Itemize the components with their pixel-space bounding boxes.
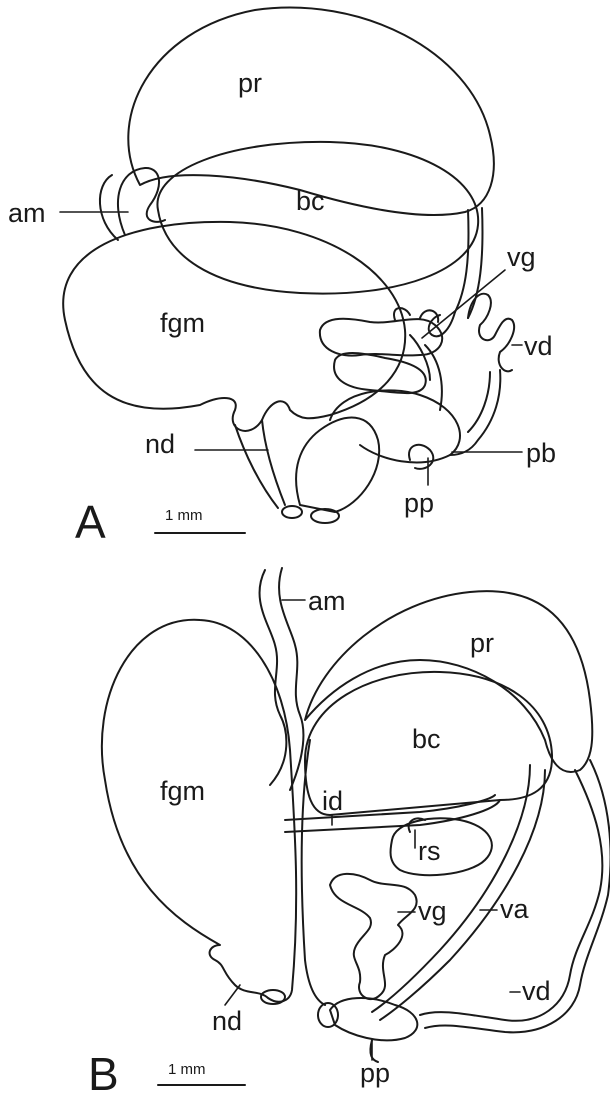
a-label-pp: pp — [404, 488, 434, 518]
b-label-va: va — [500, 894, 530, 924]
b-panel-letter: B — [88, 1048, 119, 1098]
a-scale-label: 1 mm — [165, 507, 203, 524]
a-vg-gland-2 — [334, 353, 426, 393]
b-rs-outline — [390, 818, 491, 875]
b-label-vg: vg — [418, 896, 447, 926]
a-penis-tip-2 — [311, 509, 339, 523]
a-fgm-outline — [63, 222, 405, 431]
b-label-pr: pr — [470, 628, 494, 658]
a-label-vg: vg — [507, 242, 536, 272]
a-vg-leader — [422, 270, 505, 338]
b-label-fgm: fgm — [160, 776, 205, 806]
panel-b: am pr bc fgm id rs vg va vd nd pp B 1 mm — [88, 568, 610, 1098]
a-label-bc: bc — [296, 186, 325, 216]
b-label-rs: rs — [418, 836, 441, 866]
b-label-nd: nd — [212, 1006, 242, 1036]
b-penis-body — [330, 998, 417, 1040]
a-label-fgm: fgm — [160, 308, 205, 338]
b-nd-leader — [225, 985, 240, 1005]
a-label-nd: nd — [145, 429, 175, 459]
b-id-duct — [285, 795, 500, 832]
b-scale-label: 1 mm — [168, 1061, 206, 1078]
a-ampulla-inner — [100, 175, 118, 240]
a-prostate-outline — [128, 8, 494, 215]
a-label-pr: pr — [238, 68, 262, 98]
b-prostate-outline — [305, 591, 592, 772]
a-nd-duct — [262, 420, 285, 505]
a-penis-papilla — [409, 445, 433, 469]
panel-a: pr bc am vg fgm vd nd pb pp A 1 mm — [8, 8, 556, 548]
b-label-am: am — [308, 586, 346, 616]
a-label-pb: pb — [526, 438, 556, 468]
a-penis-sheath — [296, 418, 379, 512]
b-fgm-outline — [102, 620, 296, 1002]
b-label-bc: bc — [412, 724, 441, 754]
a-bursa-outline — [157, 142, 478, 294]
b-label-pp: pp — [360, 1058, 390, 1088]
b-label-id: id — [322, 786, 343, 816]
b-penis-tip — [318, 1003, 338, 1027]
a-penis-fold — [410, 335, 442, 410]
a-label-am: am — [8, 198, 46, 228]
b-label-vd: vd — [522, 976, 551, 1006]
b-nd-duct-end — [261, 990, 285, 1004]
a-label-vd: vd — [524, 331, 553, 361]
b-central-column — [302, 740, 325, 1005]
a-vd-lower — [450, 370, 500, 455]
a-penis-tip-1 — [282, 506, 302, 518]
b-vg-gland — [330, 874, 417, 999]
a-panel-letter: A — [75, 496, 106, 548]
